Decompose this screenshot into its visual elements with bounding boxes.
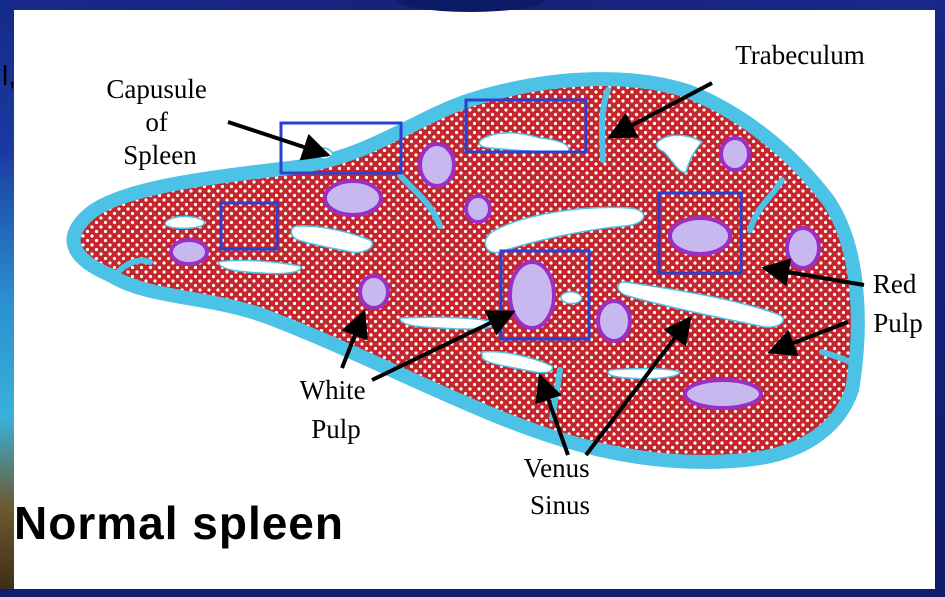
arrow-capsule	[228, 122, 328, 155]
label-white-pulp: White Pulp	[300, 375, 373, 444]
white-pulp-nodule	[325, 181, 381, 215]
white-pulp-nodule	[787, 228, 819, 268]
label-trabeculum: Trabeculum	[735, 40, 865, 70]
white-pulp-nodule	[598, 301, 630, 341]
white-pulp-nodule	[466, 196, 490, 222]
label-capsule: Capusule of Spleen	[106, 74, 213, 170]
white-pulp-nodule	[670, 218, 730, 254]
label-red-pulp: Red Pulp	[873, 269, 923, 338]
white-pulp-nodule	[685, 380, 761, 408]
white-pulp-nodule	[360, 276, 388, 308]
page-title: Normal spleen	[14, 496, 344, 550]
white-pulp-nodule	[420, 144, 454, 186]
white-pulp-nodule	[721, 138, 749, 170]
white-pulp-nodule	[510, 262, 554, 328]
sinus	[165, 216, 205, 228]
label-venus-sinus: Venus Sinus	[524, 453, 597, 520]
sinus	[561, 292, 582, 304]
white-pulp-nodule	[171, 240, 207, 264]
